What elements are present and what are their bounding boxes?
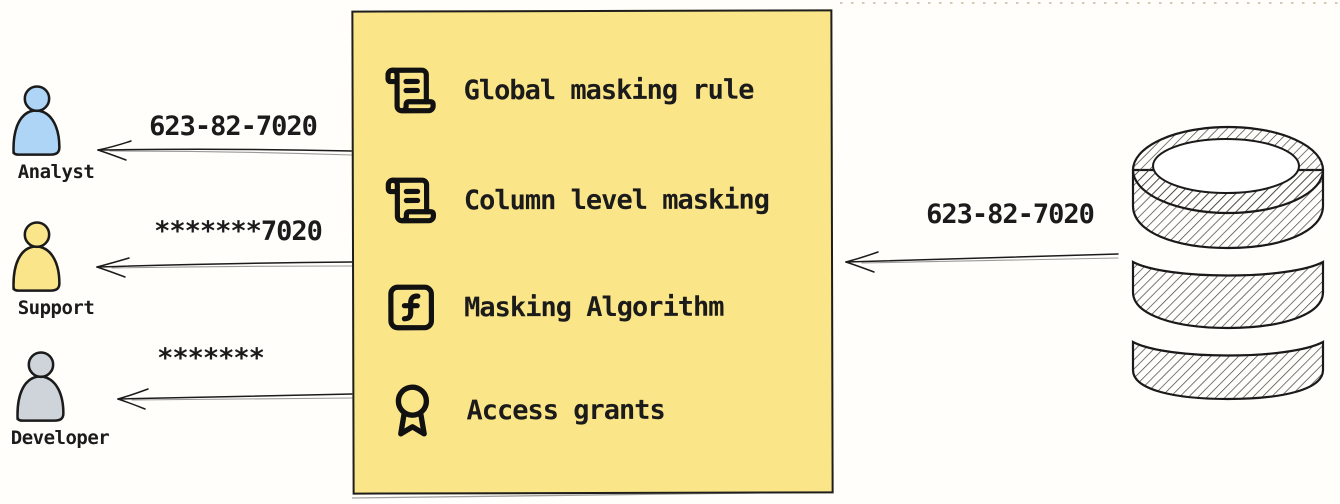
database-icon (1125, 120, 1331, 402)
person-icon (12, 85, 61, 156)
arrow-to-developer (117, 388, 353, 410)
arrow-to-support (96, 257, 353, 278)
persona-support: Support (4, 221, 108, 319)
masked-value-developer: ******* (157, 343, 265, 374)
function-square-icon (388, 284, 435, 331)
policy-item-label: Column level masking (463, 184, 770, 216)
scroll-text-icon (385, 177, 436, 224)
scroll-text-icon (385, 67, 436, 114)
masked-value-analyst: 623-82-7020 (149, 111, 318, 142)
persona-developer: Developer (8, 351, 112, 449)
persona-label: Analyst (17, 161, 95, 183)
persona-label: Developer (10, 427, 110, 449)
policy-item-label: Access grants (466, 394, 665, 426)
person-icon (16, 351, 65, 422)
policy-item-label: Masking Algorithm (464, 291, 724, 323)
person-icon (12, 221, 61, 292)
masked-value-support: *******7020 (154, 216, 323, 247)
arrow-db-to-box (845, 251, 1119, 273)
masking-policy-box: Global masking rule Column level masking… (351, 9, 834, 495)
award-icon (395, 384, 430, 437)
policy-item-column-level-masking: Column level masking (384, 170, 769, 231)
persona-label: Support (17, 297, 95, 319)
policy-item-global-masking-rule: Global masking rule (383, 60, 753, 121)
policy-item-label: Global masking rule (463, 74, 754, 106)
db-outgoing-value: 623-82-7020 (926, 199, 1095, 230)
policy-item-masking-algorithm: Masking Algorithm (384, 277, 724, 338)
policy-item-access-grants: Access grants (384, 380, 665, 441)
persona-analyst: Analyst (4, 85, 108, 183)
arrow-to-analyst (97, 140, 353, 161)
